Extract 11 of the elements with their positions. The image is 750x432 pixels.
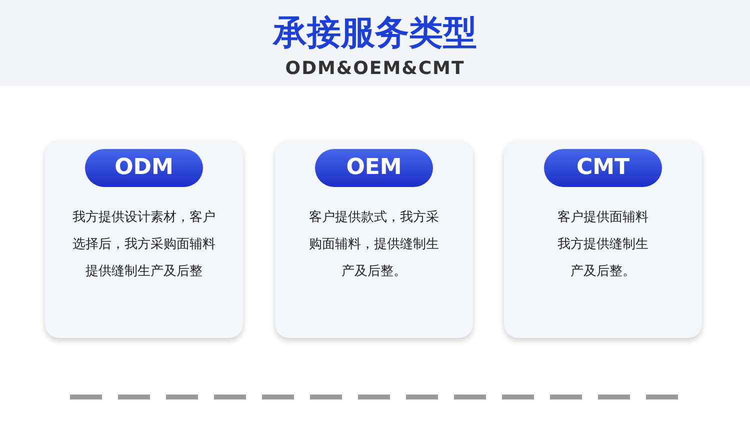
service-badge: CMT: [544, 149, 662, 187]
service-description: 客户提供款式，我方采购面辅料，提供缝制生产及后整。: [308, 209, 440, 281]
service-card: [504, 140, 702, 338]
service-card: [275, 140, 473, 338]
subtitle: ODM&OEM&CMT: [284, 58, 466, 80]
service-description: 我方提供设计素材，客户选择后，我方采购面辅料提供缝制生产及后整: [72, 209, 216, 281]
page-title: 承接服务类型: [271, 12, 478, 54]
service-description: 客户提供面辅料我方提供缝制生产及后整。: [556, 209, 650, 281]
service-card: [45, 140, 243, 338]
service-badge: OEM: [315, 149, 433, 187]
service-badge: ODM: [85, 149, 203, 187]
